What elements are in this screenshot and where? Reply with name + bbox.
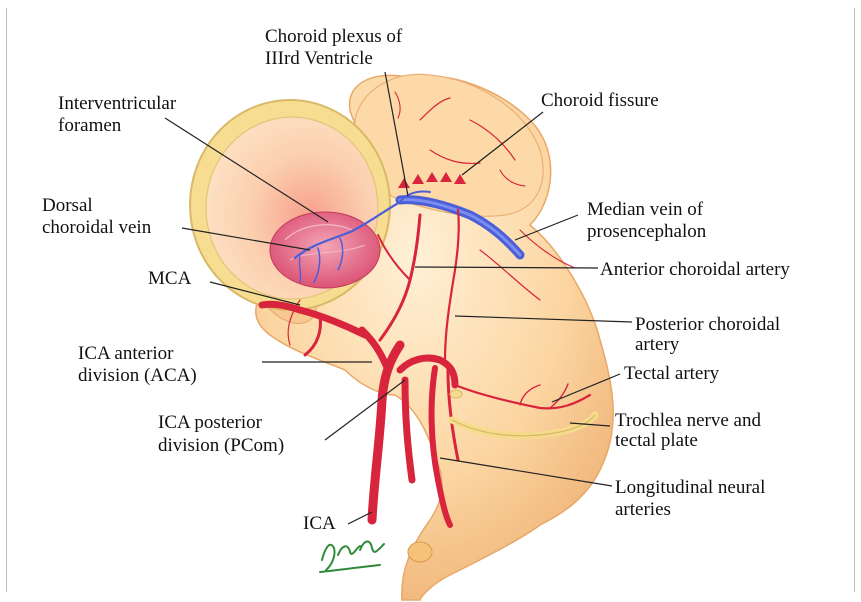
label-mca: MCA xyxy=(148,268,191,290)
label-longitudinal-line1: Longitudinal neural xyxy=(615,477,765,499)
label-choroid-plexus-line2: IIIrd Ventricle xyxy=(265,48,373,70)
label-dorsal-choroidal-line1: Dorsal xyxy=(42,195,93,217)
label-median-vein-line1: Median vein of xyxy=(587,199,703,221)
label-posterior-choroidal-line1: Posterior choroidal xyxy=(635,314,780,336)
label-dorsal-choroidal-line2: choroidal vein xyxy=(42,217,151,239)
label-ica-posterior-line2: division (PCom) xyxy=(158,435,284,457)
label-ica-anterior-line2: division (ACA) xyxy=(78,365,197,387)
label-interventricular-line2: foramen xyxy=(58,115,121,137)
label-anterior-choroidal-artery: Anterior choroidal artery xyxy=(600,259,790,281)
label-median-vein-line2: prosencephalon xyxy=(587,221,706,243)
artist-signature xyxy=(320,541,384,572)
label-trochlea-line1: Trochlea nerve and xyxy=(615,410,761,432)
label-ica-anterior-line1: ICA anterior xyxy=(78,343,174,365)
label-choroid-plexus-line1: Choroid plexus of xyxy=(265,26,402,48)
label-trochlea-line2: tectal plate xyxy=(615,430,698,452)
label-posterior-choroidal-line2: artery xyxy=(635,334,679,356)
label-longitudinal-line2: arteries xyxy=(615,499,671,521)
label-ica-posterior-line1: ICA posterior xyxy=(158,412,262,434)
label-tectal-artery: Tectal artery xyxy=(624,363,719,385)
label-choroid-fissure: Choroid fissure xyxy=(541,90,659,112)
label-interventricular-line1: Interventricular xyxy=(58,93,176,115)
hemisphere-cross-section xyxy=(190,100,390,310)
label-ica: ICA xyxy=(303,513,336,535)
